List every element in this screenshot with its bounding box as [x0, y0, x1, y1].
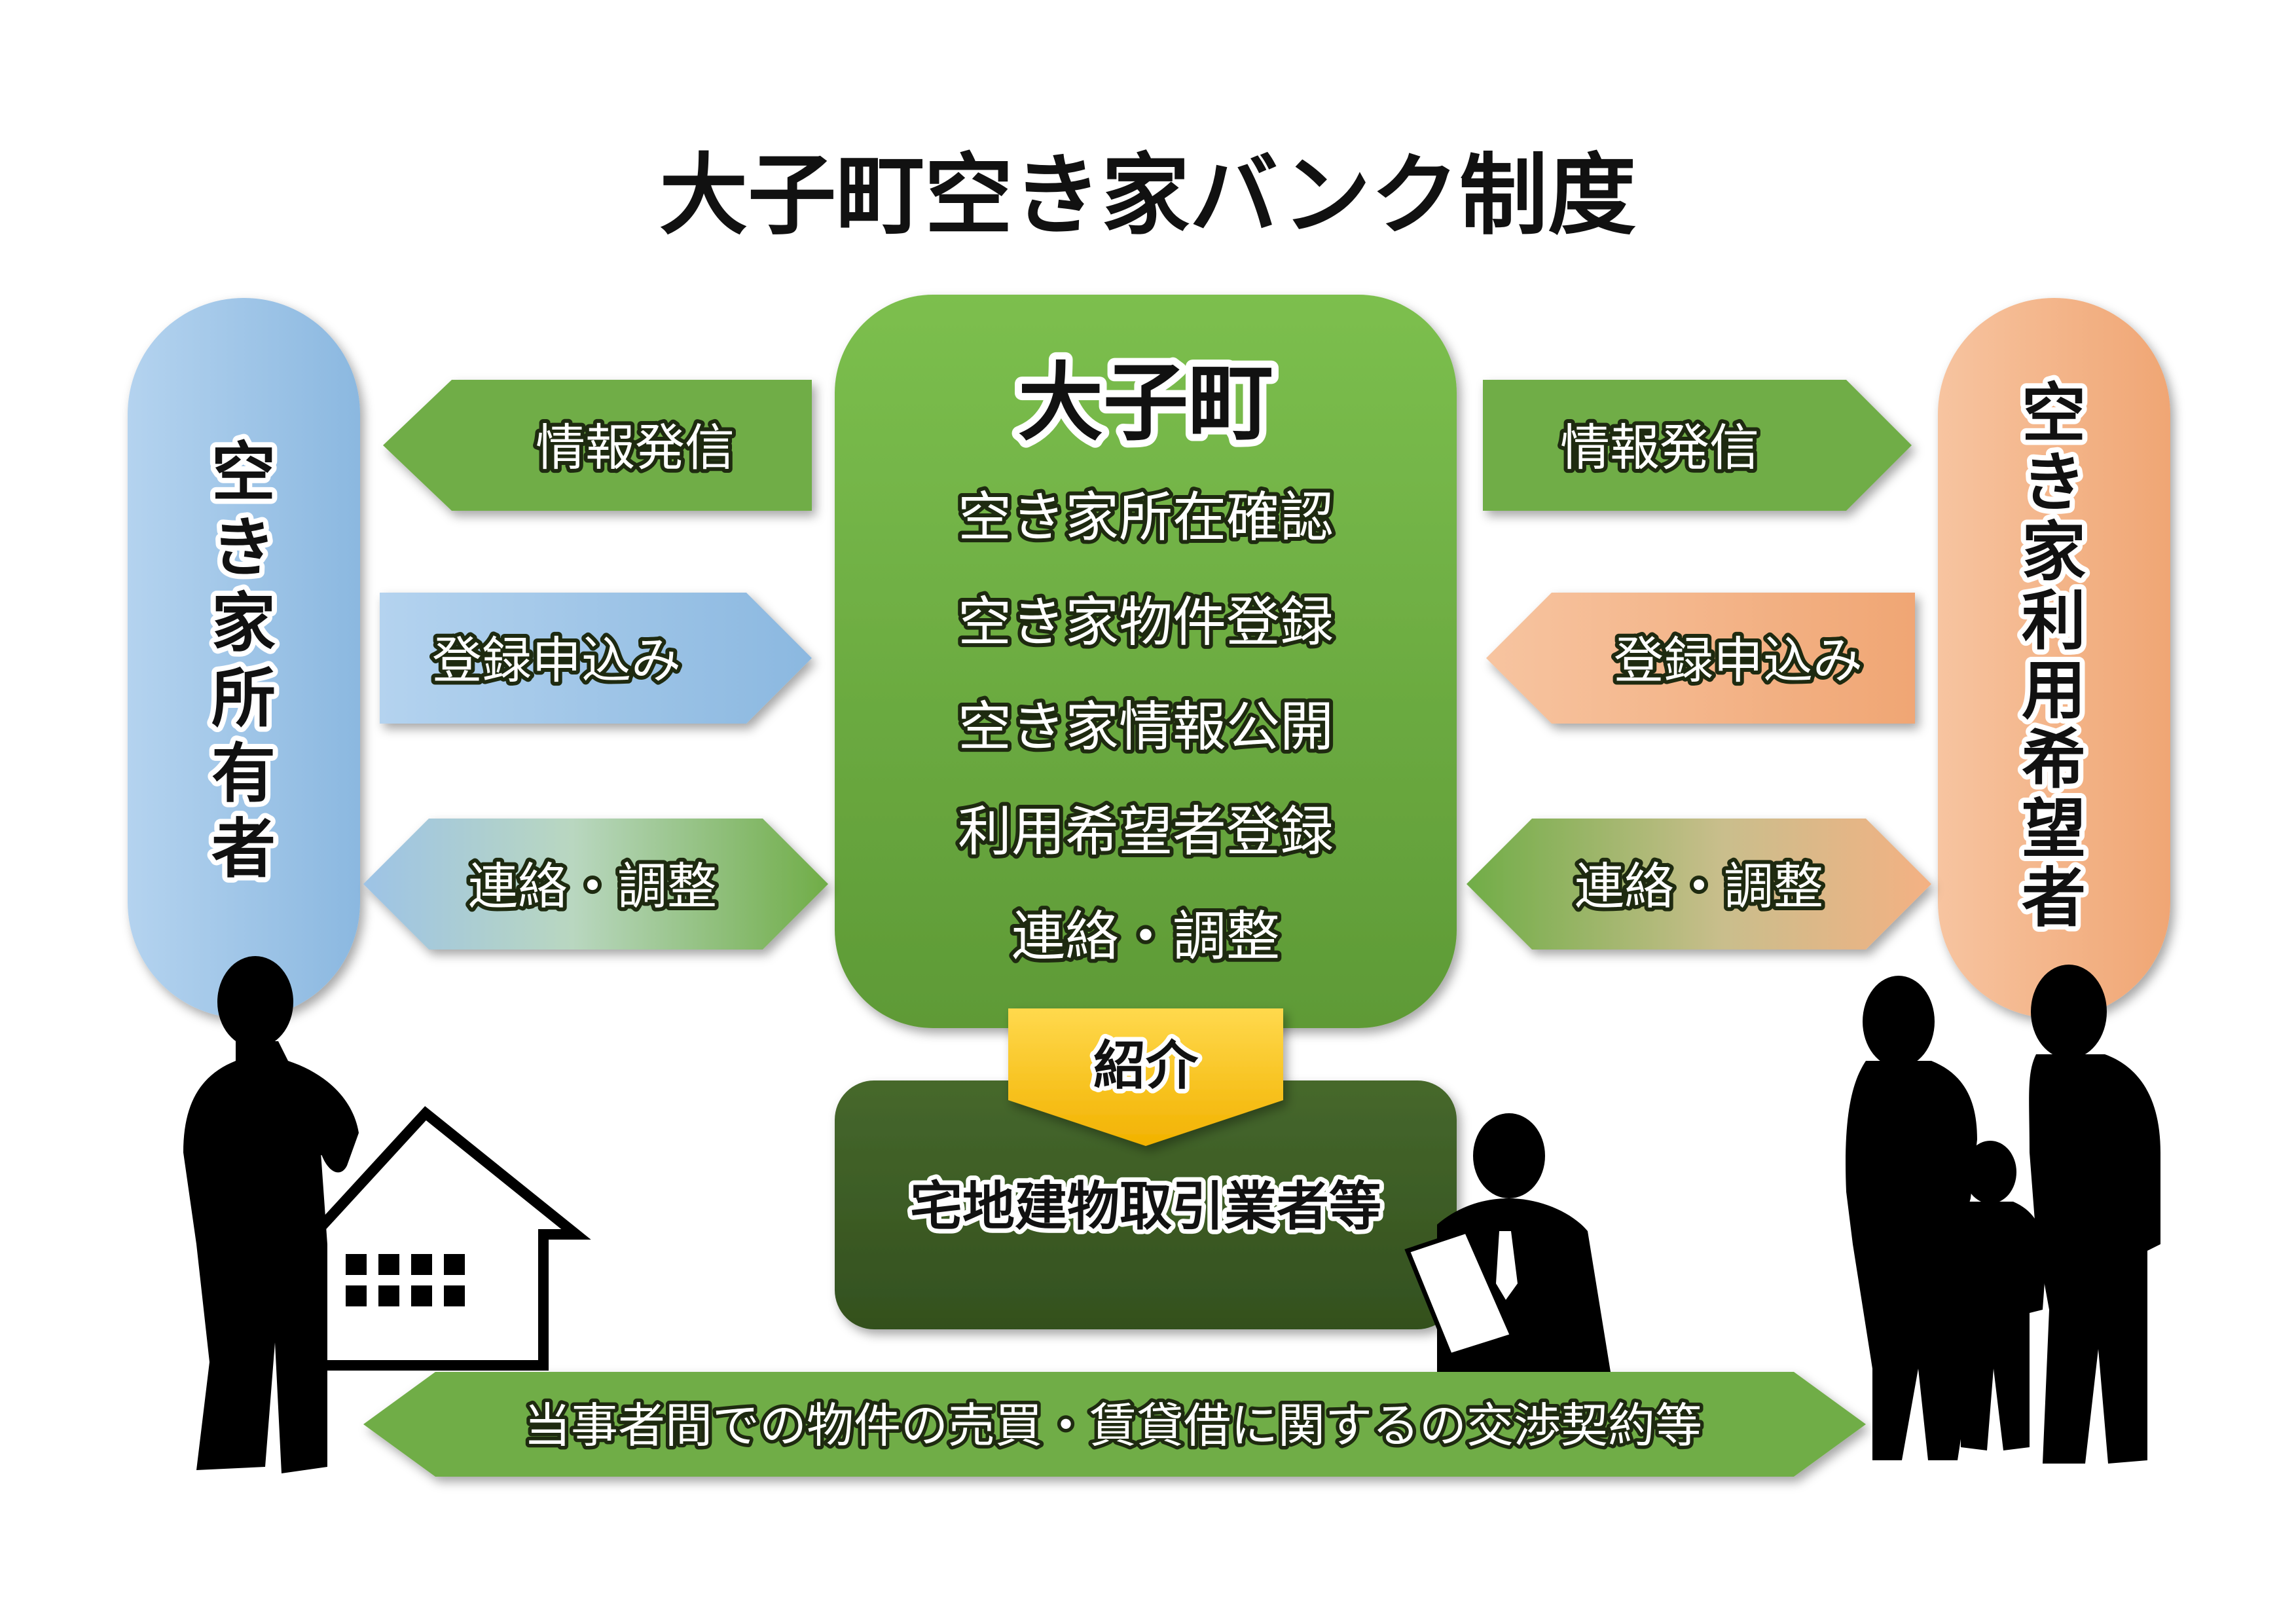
introduction-label: 紹介 [1093, 1035, 1199, 1096]
town-task: 連絡・調整 [1011, 906, 1280, 968]
right-info-label: 情報発信 [1560, 418, 1759, 477]
page-title: 大子町空き家バンク制度 [659, 144, 1636, 247]
town-task: 空き家物件登録 [958, 591, 1334, 654]
seeker-pill [1938, 298, 2170, 1018]
owner-silhouette-icon [183, 956, 359, 1473]
left-contact-arrow [363, 819, 828, 950]
bottom-negotiation-arrow [363, 1372, 1866, 1477]
house-icon [309, 1106, 591, 1371]
introduction-arrow [1008, 1008, 1283, 1146]
family-silhouette-icon [1846, 965, 2160, 1464]
right-contact-arrow [1467, 819, 1931, 950]
town-task: 空き家所在確認 [958, 487, 1334, 549]
owner-label: 空き家所有者 [211, 435, 276, 887]
left-info-label: 情報発信 [536, 418, 735, 477]
realtor-box [835, 1080, 1457, 1329]
town-task: 利用希望者登録 [958, 801, 1334, 863]
town-task-list: 空き家所在確認 空き家物件登録 空き家情報公開 利用希望者登録 連絡・調整 [954, 483, 1338, 972]
bottom-negotiation-label: 当事者間での物件の売買・賃貸借に関するの交渉契約等 [524, 1398, 1702, 1453]
left-info-arrow [383, 380, 812, 511]
right-register-label: 登録申込み [1614, 631, 1863, 690]
left-register-label: 登録申込み [432, 631, 681, 690]
town-task: 空き家情報公開 [958, 696, 1334, 758]
left-register-arrow [380, 593, 812, 724]
left-contact-label: 連絡・調整 [468, 857, 717, 915]
town-name: 大子町 [1018, 353, 1273, 452]
realtor-silhouette-icon [1404, 1113, 1611, 1372]
right-contact-label: 連絡・調整 [1575, 857, 1823, 915]
realtor-label: 宅地建物取引業者等 [910, 1176, 1381, 1237]
right-info-arrow [1483, 380, 1912, 511]
right-register-arrow [1486, 593, 1915, 724]
owner-pill [128, 298, 360, 1018]
seeker-label: 空き家利用希望者 [2022, 377, 2086, 936]
town-box [835, 295, 1457, 1028]
